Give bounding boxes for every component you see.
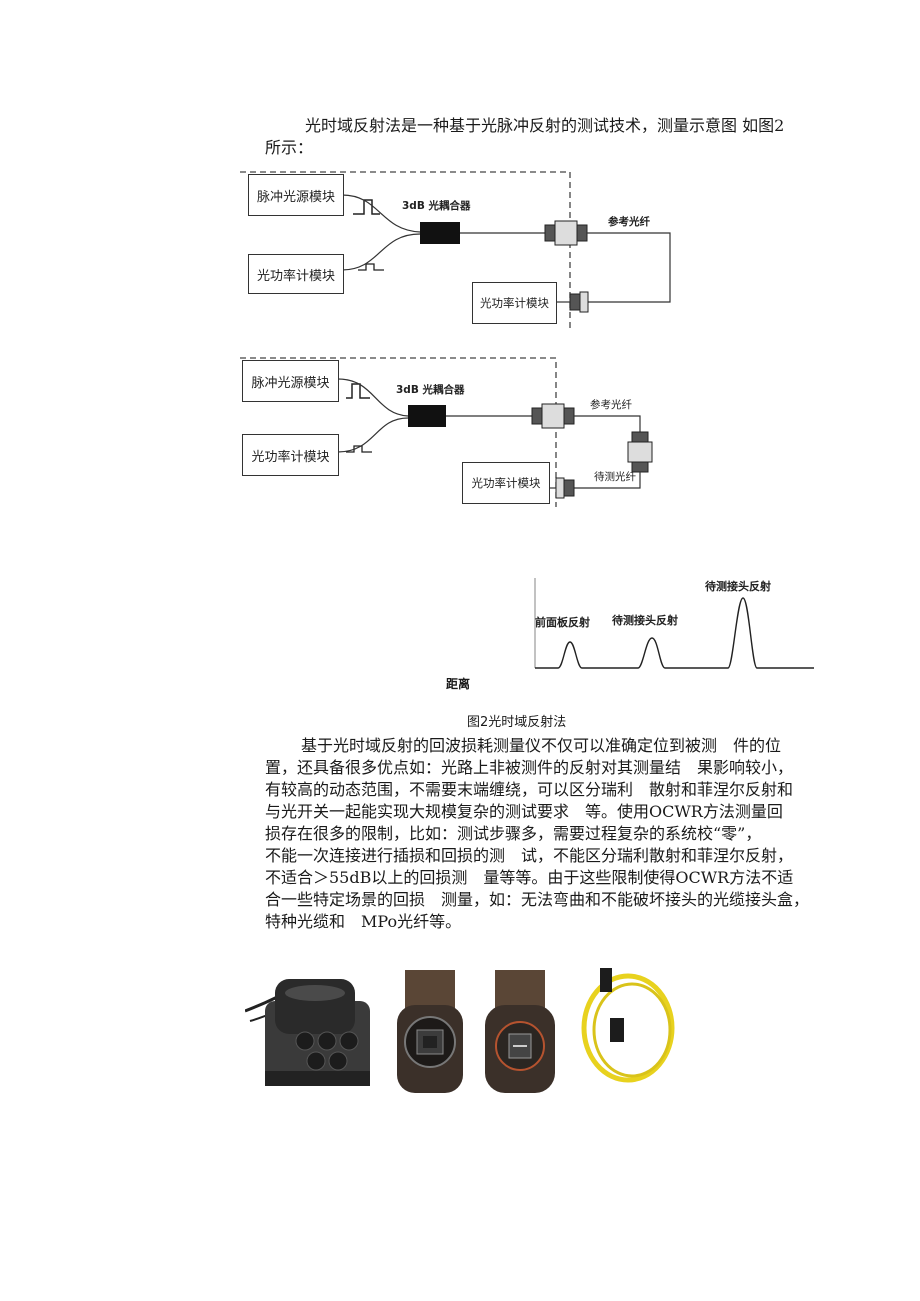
body-line: 不能一次连接进行插损和回损的测 试，不能区分瑞利散射和菲涅尔反射， [265,846,794,865]
figure-caption: 图2光时域反射法 [467,715,567,730]
diagram-1-lines [240,171,671,332]
body-line: 损存在很多的限制，比如：测试步骤多，需要过程复杂的系统校“零”， [265,824,762,843]
power-meter-left-box-1: 光功率计模块 [248,254,344,294]
pulse-source-box-2: 脉冲光源模块 [242,360,339,402]
photos-row [245,968,685,1096]
power-meter-right-box-2: 光功率计模块 [462,462,550,504]
ref-fiber-label-2: 参考光纤 [590,399,632,411]
body-line: 特种光缆和 MPo光纤等。 [265,912,462,931]
front-panel-reflection-label: 前面板反射 [535,616,590,629]
fiber-connector-closeup-photo [485,970,555,1093]
connector-reflection-label-1: 待测接头反射 [612,614,678,627]
diagram-2-lines [240,357,653,507]
intro-line-2: 所示： [265,138,314,157]
ref-fiber-label-1: 参考光纤 [608,216,650,228]
body-line: 与光开关一起能实现大规模复杂的测试要求 等。使用OCWR方法测量回 [265,802,783,821]
power-meter-left-box-2: 光功率计模块 [242,434,339,476]
intro-line-1: 光时域反射法是一种基于光脉冲反射的测试技术，测量示意图 如图2 [305,116,785,135]
power-meter-right-box-1: 光功率计模块 [472,282,557,324]
fiber-connector-photo [397,970,463,1093]
mpo-fiber-cable-photo [581,968,675,1083]
coupler-label-1: 3dB 光耦合器 [402,200,471,212]
body-line: 不适合＞55dB以上的回损测 量等等。由于这些限制使得OCWR方法不适 [265,868,794,887]
body-line: 有较高的动态范围，不需要末端缠绕，可以区分瑞利 散射和菲涅尔反射和 [265,780,794,799]
dut-fiber-label-2: 待测光纤 [594,471,636,483]
diagram-2: 脉冲光源模块 光功率计模块 3dB 光耦合器 参考光纤 待测光纤 光功率计模块 [240,352,680,507]
cable-splice-closure-photo [245,979,370,1086]
coupler-label-2: 3dB 光耦合器 [396,384,465,396]
distance-axis-label: 距离 [446,677,471,691]
connector-reflection-label-2: 待测接头反射 [705,580,771,593]
body-line: 基于光时域反射的回波损耗测量仪不仅可以准确定位到被测 件的位 [301,736,782,755]
pulse-source-box-1: 脉冲光源模块 [248,174,344,216]
body-line: 合一些特定场景的回损 测量，如：无法弯曲和不能破坏接头的光缆接头盒， [265,890,810,909]
otdr-trace: 前面板反射 待测接头反射 待测接头反射 [530,570,820,675]
otdr-trace-curve [534,578,814,669]
body-paragraph: 基于光时域反射的回波损耗测量仪不仅可以准确定位到被测 件的位 置，还具备很多优点… [265,735,825,933]
diagram-1: 脉冲光源模块 光功率计模块 3dB 光耦合器 参考光纤 光功率计模块 [240,162,680,332]
body-line: 置，还具备很多优点如：光路上非被测件的反射对其测量结 果影响较小， [265,758,794,777]
